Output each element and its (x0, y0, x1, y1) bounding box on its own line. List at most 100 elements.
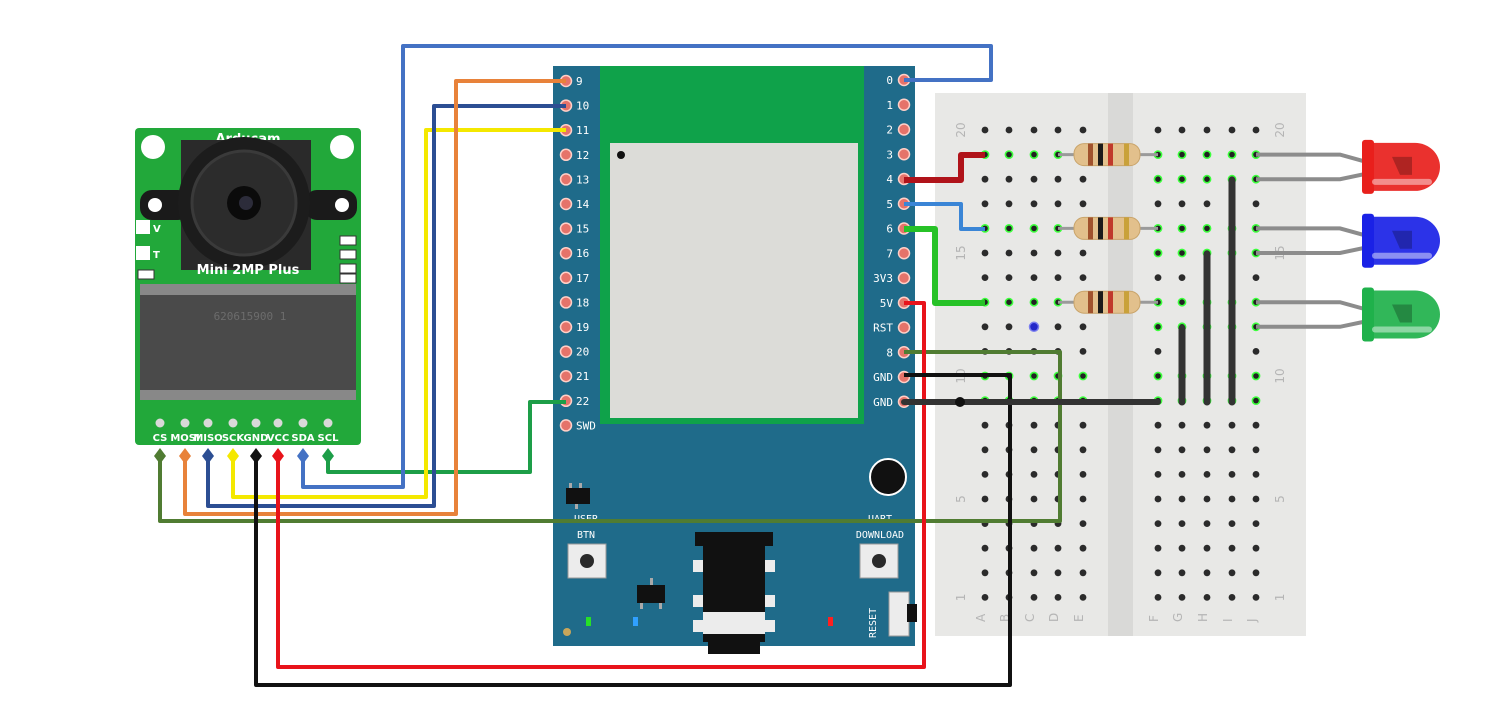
breadboard-hole (1154, 126, 1162, 134)
camera-pin-pad (155, 418, 165, 428)
board-pin-left (559, 320, 573, 334)
breadboard-hole (1252, 520, 1260, 527)
breadboard-hole (1154, 421, 1162, 429)
breadboard-hole (1154, 446, 1162, 454)
breadboard-column-label: F (1147, 615, 1161, 622)
breadboard-hole (1030, 274, 1038, 281)
breadboard-hole (1177, 248, 1187, 258)
breadboard-hole (1054, 323, 1062, 331)
board-pin-label: 19 (576, 321, 589, 334)
board-pin-label: 17 (576, 272, 589, 285)
breadboard-hole (1154, 274, 1162, 281)
board-pin-left (559, 197, 573, 211)
led-lead (1256, 318, 1371, 329)
breadboard-hole (1030, 569, 1038, 577)
breadboard-hole (1030, 249, 1038, 257)
breadboard-hole (1154, 594, 1162, 601)
breadboard-hole (1228, 520, 1236, 527)
breadboard-hole (1251, 371, 1261, 381)
wire-cs-olive (158, 350, 1062, 523)
board-pin-label: 5V (880, 297, 894, 310)
camera-pin-label: SCL (318, 433, 340, 444)
board-header-pins: 910111213141516171819202122SWD012345673V… (559, 73, 911, 432)
user-button[interactable] (567, 543, 607, 579)
board-pin-right (897, 98, 911, 111)
chip-pins-top (140, 284, 356, 296)
breadboard-hole (1029, 223, 1039, 233)
chip-marking: 620615900 1 (214, 310, 287, 323)
breadboard-hole (1203, 446, 1211, 454)
breadboard-hole (1252, 594, 1260, 601)
wire-sck-yellow (231, 128, 566, 499)
breadboard-hole (1203, 520, 1211, 527)
camera-pin-pad (298, 418, 308, 428)
reset-switch[interactable] (888, 591, 917, 637)
wire-gnd-black (254, 373, 1012, 687)
wire-pin5-blue (904, 202, 985, 231)
board-pin-label: 21 (576, 370, 589, 383)
board-pin-left (559, 222, 573, 235)
breadboard-hole (1252, 446, 1260, 454)
breadboard-hole (1153, 174, 1163, 184)
lens-mount-ear (305, 190, 357, 220)
jumper-pad (136, 220, 150, 234)
board-pin-label: 2 (886, 124, 893, 137)
status-led-green (586, 617, 591, 626)
breadboard-hole (1203, 544, 1211, 552)
breadboard-hole (1004, 150, 1014, 159)
breadboard-hole (1202, 223, 1212, 233)
led-lead (1256, 226, 1371, 239)
breadboard-column-label: G (1171, 613, 1185, 622)
breadboard-hole (1252, 495, 1260, 503)
breadboard-hole (1054, 594, 1062, 601)
breadboard-column-label: C (1023, 614, 1037, 622)
breadboard-hole (1178, 421, 1186, 429)
led-lead (1256, 170, 1371, 182)
camera-pin-label: MISO (193, 433, 222, 444)
breadboard-hole (1252, 126, 1260, 134)
breadboard-hole (1228, 446, 1236, 454)
breadboard-hole (1178, 495, 1186, 503)
board-pin-right (897, 247, 911, 260)
reset-label: RESET (868, 608, 879, 638)
led-lead (1256, 300, 1371, 313)
breadboard-hole (1251, 396, 1261, 405)
board-pin-left (559, 419, 573, 432)
download-button[interactable] (859, 543, 899, 579)
wire-sda-blue-to-pin0 (301, 44, 993, 489)
breadboard-hole (1178, 446, 1186, 454)
breadboard-column-label: I (1221, 618, 1235, 622)
wire-pin6-green (904, 226, 985, 306)
breadboard-row-label: 20 (954, 122, 968, 137)
camera-model-label: Mini 2MP Plus (197, 263, 300, 278)
board-pin-label: 10 (576, 100, 589, 113)
btn-label: BTN (577, 530, 595, 541)
breadboard-row-label: 5 (954, 495, 968, 503)
board-pin-label: 18 (576, 296, 589, 309)
breadboard-hole (1030, 175, 1038, 183)
board-pin-label: 20 (576, 346, 589, 359)
pin1-marker (617, 151, 625, 159)
breadboard-hole (1054, 126, 1062, 134)
board-pin-label: 13 (576, 173, 589, 186)
board-pin-right (897, 321, 911, 334)
leds (1256, 139, 1440, 342)
breadboard-hole (1203, 421, 1211, 429)
camera-pin-label: VCC (267, 433, 289, 444)
breadboard-hole (1054, 274, 1062, 281)
breadboard-hole (1177, 174, 1187, 184)
board-pin-right (897, 123, 911, 136)
breadboard-hole (1177, 297, 1187, 307)
breadboard-hole (1203, 594, 1211, 601)
board-hole (563, 628, 571, 636)
camera-pin-pad (203, 418, 213, 428)
breadboard-hole (1079, 569, 1087, 577)
board-pin-label: 5 (886, 198, 893, 211)
board-pin-label: SWD (576, 419, 596, 432)
breadboard-hole (1203, 126, 1211, 134)
breadboard-hole (1178, 569, 1186, 577)
breadboard-hole (1079, 471, 1087, 478)
breadboard-hole (1154, 471, 1162, 478)
camera-pin-pad (180, 418, 190, 428)
